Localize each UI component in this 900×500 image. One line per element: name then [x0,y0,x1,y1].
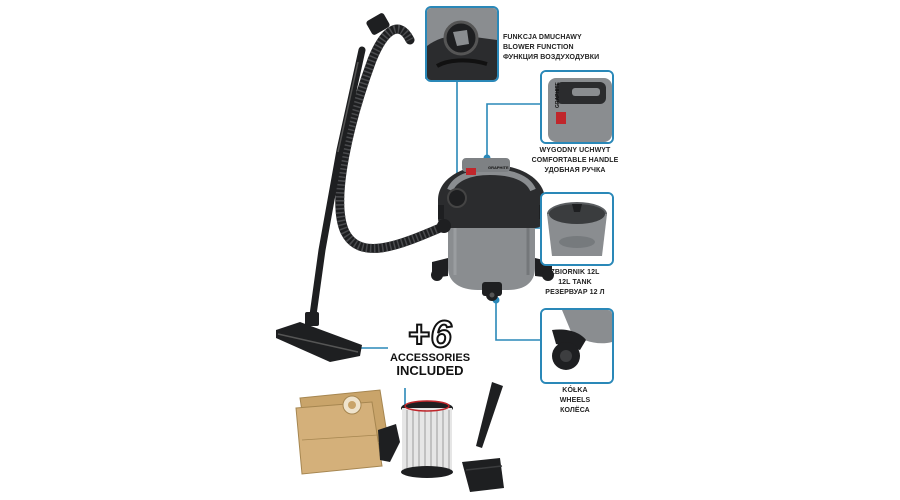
tank-label: ZBIORNIK 12L 12L TANK РЕЗЕРВУАР 12 Л [530,268,620,298]
wheels-label: KÓŁKA WHEELS КОЛЁСА [530,386,620,416]
accessories-line1: ACCESSORIES [389,352,471,364]
svg-text:GRAPHITE: GRAPHITE [555,82,561,109]
blower-label-ru: ФУНКЦИЯ ВОЗДУХОДУВКИ [503,54,600,61]
blower-label-pl: FUNKCJA DMUCHAWY [503,34,582,41]
blower-label: FUNKCJA DMUCHAWY BLOWER FUNCTION ФУНКЦИЯ… [503,33,599,63]
crevice-nozzle [476,382,503,448]
wheels-label-pl: KÓŁKA [562,387,588,394]
wheels-label-ru: КОЛЁСА [560,407,590,414]
accessories-count: +6 [406,314,453,356]
hose [335,13,445,253]
tank-label-pl: ZBIORNIK 12L [550,269,600,276]
svg-text:GRAPHITE: GRAPHITE [488,165,509,170]
blower-label-en: BLOWER FUNCTION [503,44,574,51]
handle-label-ru: УДОБНАЯ РУЧКА [544,167,606,174]
cartridge-filter [401,400,453,478]
dust-bags [295,389,389,475]
wet-nozzle [462,458,504,492]
accessories-badge: +6 ACCESSORIES INCLUDED [380,314,480,378]
tank-icon [542,194,612,264]
accessories-line2: INCLUDED [396,363,464,378]
handle-label-pl: WYGODNY UCHWYT [539,147,611,154]
floor-nozzle [276,312,362,362]
handle-label-en: COMFORTABLE HANDLE [531,157,619,164]
wheels-callout-frame [540,308,614,384]
wand [309,46,366,319]
handle-label: WYGODNY UCHWYT COMFORTABLE HANDLE УДОБНА… [530,146,620,176]
tank-label-en: 12L TANK [558,279,592,286]
blower-callout-frame [425,6,499,82]
wheel-icon [542,310,612,382]
handle-callout-frame: GRAPHITE [540,70,614,144]
tank-label-ru: РЕЗЕРВУАР 12 Л [545,289,605,296]
tank-callout-frame [540,192,614,266]
handle-icon: GRAPHITE [542,72,612,142]
wheels-label-en: WHEELS [559,397,591,404]
brush-nozzle [378,424,400,462]
vacuum-body: GRAPHITE [431,158,554,301]
blower-port-icon [427,8,497,80]
